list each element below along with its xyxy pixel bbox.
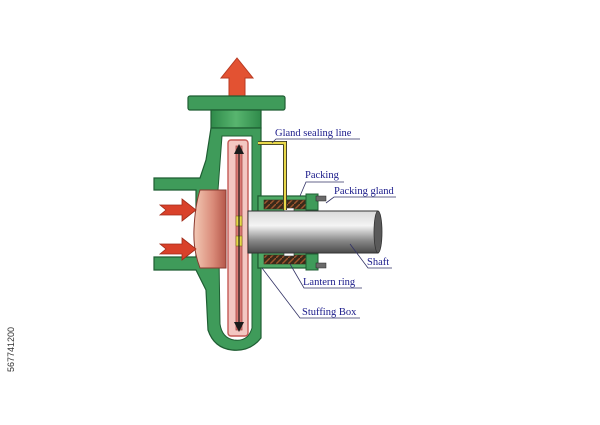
volute-flow-arrow-up	[234, 144, 244, 154]
gland-stud-bottom	[315, 262, 327, 269]
inlet-arrow-upper	[158, 198, 197, 222]
packing-gland-top	[305, 193, 319, 211]
label-gland-sealing-line: Gland sealing line	[275, 128, 352, 139]
gland-sealing-line-fill	[258, 141, 287, 210]
label-packing-gland: Packing gland	[334, 186, 395, 197]
stock-id-watermark: 567741200	[6, 327, 16, 372]
packing-gland-bottom	[305, 253, 319, 271]
label-lantern-ring: Lantern ring	[303, 277, 356, 288]
gland-stud-top	[315, 195, 327, 202]
label-shaft: Shaft	[367, 257, 389, 268]
suction-hub	[193, 189, 227, 269]
shaft	[247, 210, 382, 254]
label-packing: Packing	[305, 170, 340, 181]
discharge-neck	[210, 109, 262, 129]
discharge-flange	[187, 95, 286, 111]
shaft-end	[373, 210, 383, 254]
packing-bottom	[263, 254, 313, 265]
packing-top	[263, 199, 313, 210]
volute-flow-arrow-down	[234, 322, 244, 332]
label-stuffing-box: Stuffing Box	[302, 307, 357, 318]
outlet-arrow	[219, 57, 255, 97]
inlet-arrow-lower	[158, 237, 197, 261]
leader-lines	[261, 138, 396, 319]
